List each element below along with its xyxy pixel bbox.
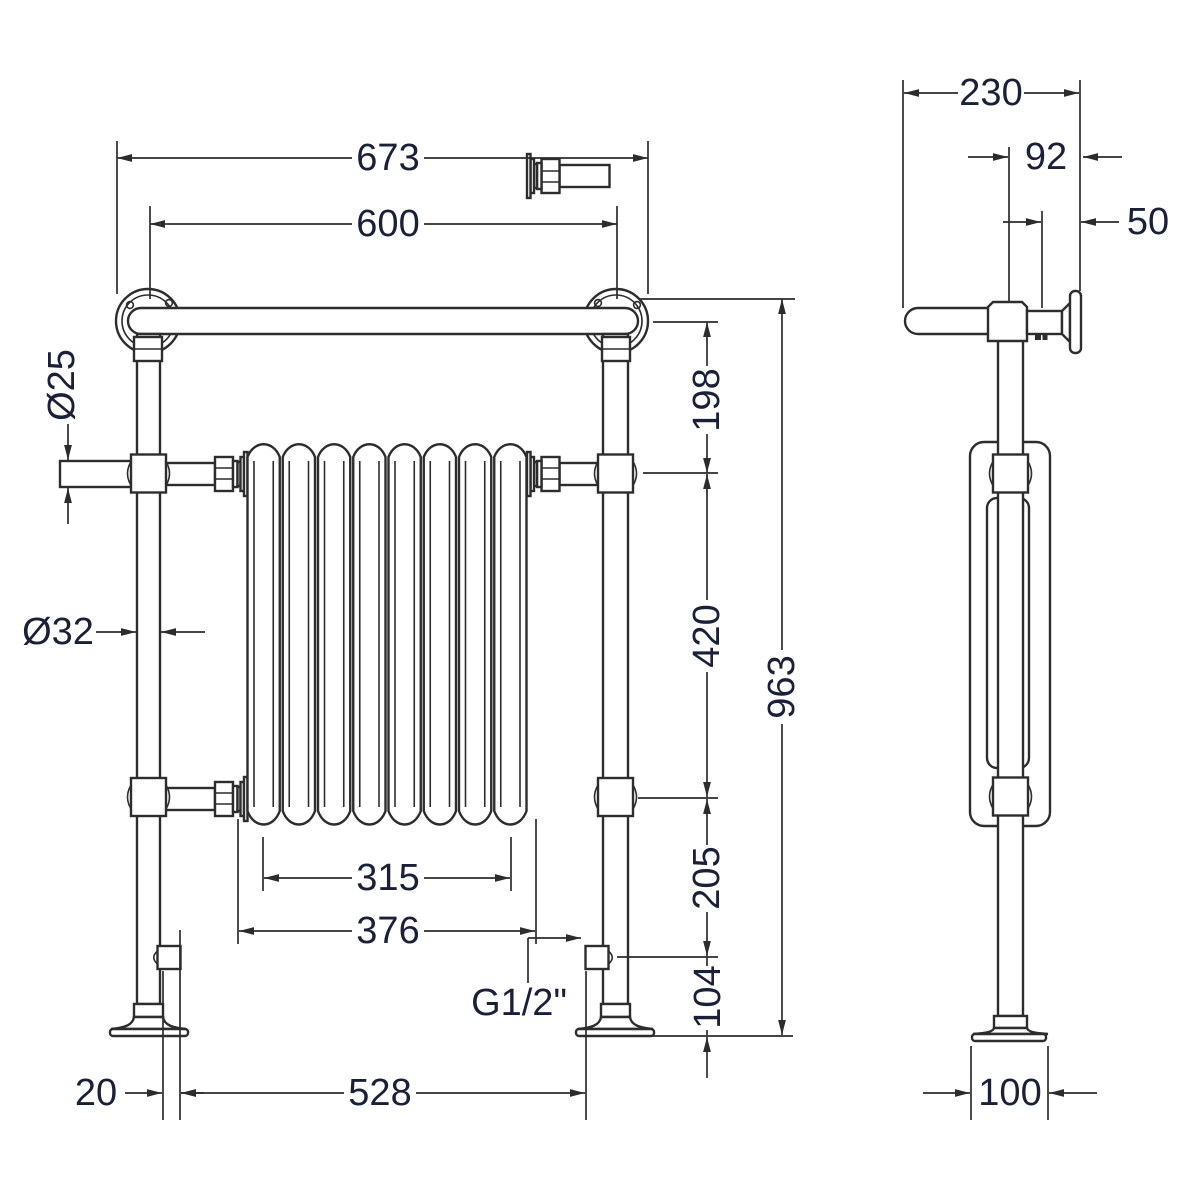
side-tee-block xyxy=(986,300,1029,343)
dim-overall-width: 673 xyxy=(116,137,649,294)
dim-rail-to-wall: 92 xyxy=(968,136,1122,301)
dim-radiator-width: 376 xyxy=(237,819,537,952)
side-post xyxy=(996,332,1025,1018)
side-view xyxy=(903,289,1083,1043)
lower-right-tee xyxy=(593,776,638,818)
dim-text-315: 315 xyxy=(356,857,419,899)
left-base-foot xyxy=(108,1002,190,1038)
dim-text-420: 420 xyxy=(686,604,728,667)
left-post xyxy=(135,332,162,1006)
dim-text-600: 600 xyxy=(356,203,419,245)
dim-text-20: 20 xyxy=(75,1072,117,1114)
front-view xyxy=(58,152,656,1038)
right-inlet-fitting xyxy=(584,944,614,971)
lower-left-tee xyxy=(126,776,171,818)
dim-base-depth: 100 xyxy=(923,1046,1097,1120)
dim-rail-diameter: Ø25 xyxy=(41,349,83,524)
dim-text-673: 673 xyxy=(356,137,419,179)
dim-text-g12: G1/2" xyxy=(471,982,567,1024)
wall-pipe xyxy=(1025,309,1064,336)
wall-plate xyxy=(1068,289,1083,355)
lower-right-valve xyxy=(525,152,611,200)
dim-text-92: 92 xyxy=(1025,136,1067,178)
left-inlet-fitting xyxy=(152,944,182,971)
grub-screw-icon xyxy=(1035,333,1041,340)
post-collars xyxy=(132,335,632,363)
dim-text-dia32: Ø32 xyxy=(22,611,94,653)
side-base-foot xyxy=(970,1014,1049,1043)
right-post xyxy=(601,332,630,1006)
dim-fixing-to-wall: 50 xyxy=(1003,201,1169,308)
upper-left-valve xyxy=(163,450,249,498)
upper-right-tee xyxy=(593,453,638,494)
dim-text-230: 230 xyxy=(959,72,1022,114)
right-base-foot xyxy=(574,1002,656,1038)
towel-bar xyxy=(126,306,640,336)
dim-overall-height: 963 xyxy=(640,298,803,1035)
dim-radiator-centres: 315 xyxy=(262,837,512,899)
dimensions: 673 600 963 198 42 xyxy=(22,72,1169,1120)
side-upper-tee xyxy=(988,453,1033,494)
dim-rail-centres: 600 xyxy=(149,203,618,299)
dim-thread-size: G1/2" xyxy=(471,934,581,1024)
radiator-columns xyxy=(246,443,528,826)
dim-text-198: 198 xyxy=(686,368,728,431)
dim-text-100: 100 xyxy=(978,1072,1041,1114)
dim-text-50: 50 xyxy=(1127,201,1169,243)
dim-post-diameter: Ø32 xyxy=(22,611,205,653)
dim-text-dia25: Ø25 xyxy=(41,349,83,421)
dim-foot-offset: 20 xyxy=(75,1072,204,1114)
dim-inlet-centres: 528 xyxy=(162,930,587,1120)
dim-text-205: 205 xyxy=(686,846,728,909)
grub-screw-icon xyxy=(1042,333,1048,340)
dim-connection-spacing: 420 xyxy=(638,474,728,799)
dim-text-528: 528 xyxy=(348,1072,411,1114)
dim-rail-to-top-connection: 198 xyxy=(643,321,728,474)
side-lower-tee xyxy=(988,776,1033,817)
dim-text-963: 963 xyxy=(761,655,803,718)
dim-inlet-to-floor: 104 xyxy=(652,957,793,1078)
lower-left-valve xyxy=(163,775,249,823)
dim-overall-depth: 230 xyxy=(902,72,1081,308)
dim-text-376: 376 xyxy=(356,910,419,952)
upper-left-tee xyxy=(126,453,171,494)
left-stub-pipe xyxy=(58,459,139,489)
dim-lower-connection: 205 xyxy=(617,799,728,958)
dim-text-104: 104 xyxy=(687,965,729,1028)
